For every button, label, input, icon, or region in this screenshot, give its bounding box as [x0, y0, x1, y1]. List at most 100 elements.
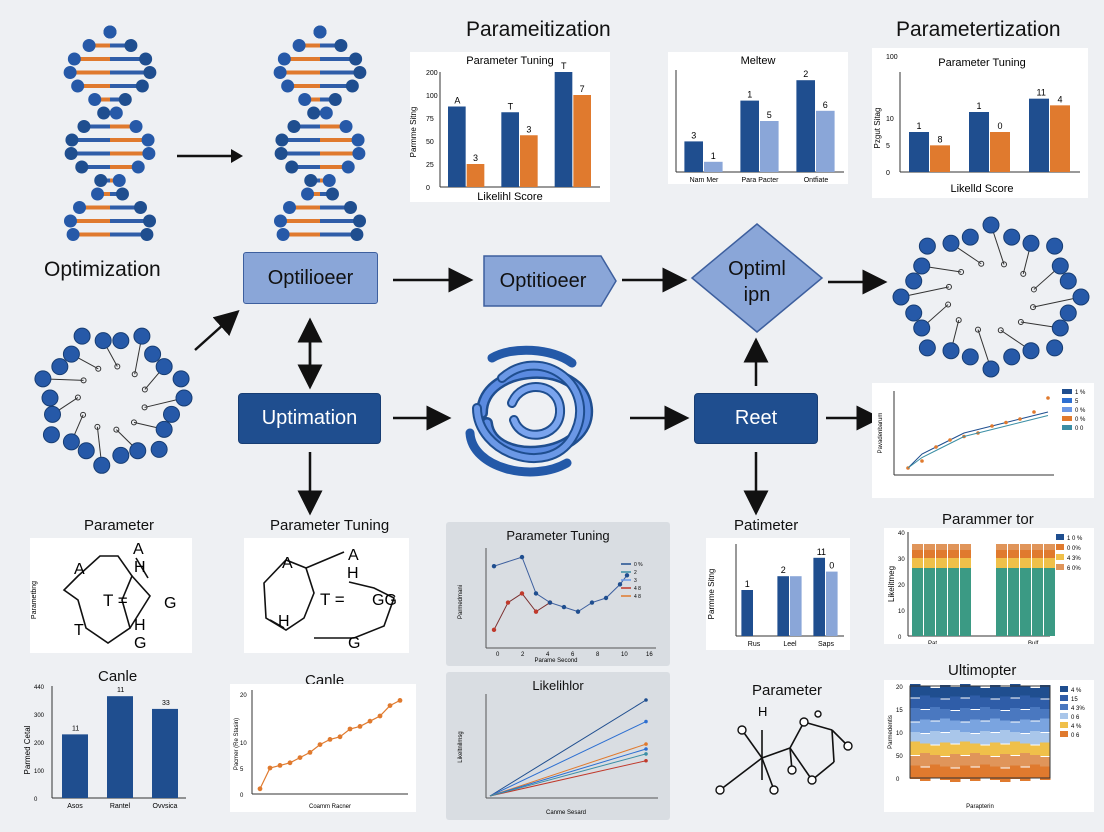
canle-title-1: Canle — [98, 668, 138, 685]
helix-bead — [112, 174, 126, 187]
stack-segment — [924, 550, 935, 558]
series-line — [489, 743, 647, 797]
series-line — [489, 760, 647, 797]
helix-bead — [298, 93, 312, 106]
helix-bead — [82, 39, 96, 52]
legend-label: 4 8 — [634, 594, 641, 600]
optitioeer-box[interactable]: Optitioeer — [484, 256, 602, 306]
heat-cell — [930, 745, 941, 759]
heat-cell — [940, 709, 951, 723]
y-tick-label: 25 — [426, 162, 434, 169]
reet-box[interactable]: Reet — [694, 393, 818, 444]
legend-swatch — [1060, 722, 1068, 728]
atom-bead — [155, 420, 173, 438]
x-tick-label: Ovvsica — [153, 803, 178, 810]
y-axis-label: Parmedentis — [888, 715, 894, 749]
data-point — [1018, 417, 1022, 421]
stack-segment — [1044, 558, 1055, 568]
heat-cell — [1040, 766, 1051, 780]
y-tick-label: 20 — [896, 685, 903, 691]
x-tick-label: 6 — [571, 652, 575, 658]
legend-swatch — [1056, 564, 1064, 570]
heat-cell — [1010, 732, 1021, 746]
bar-label: A — [454, 96, 460, 106]
heat-cell — [950, 720, 961, 734]
y-tick-label: 300 — [34, 713, 45, 719]
heat-cell — [1040, 757, 1051, 771]
legend-label: 1 % — [1075, 390, 1086, 396]
atom-small — [74, 394, 81, 401]
parameter-bottom-title: Parameter — [752, 682, 823, 699]
bar-label: 4 — [1058, 94, 1063, 104]
heat-cell — [910, 708, 921, 722]
x-axis-label: Canme Sesard — [546, 810, 586, 816]
heat-cell — [920, 767, 931, 781]
helix-bead — [142, 147, 156, 160]
uptimation-box[interactable]: Uptimation — [238, 393, 381, 444]
helix-bead — [276, 228, 290, 241]
heat-cell — [920, 753, 931, 767]
y-tick-label: 100 — [886, 54, 898, 61]
data-point — [317, 742, 323, 747]
helix-bead — [94, 174, 108, 187]
y-tick-label: 10 — [240, 741, 247, 747]
y-tick-label: 0 — [240, 793, 244, 799]
heat-cell — [940, 699, 951, 713]
stack-segment — [960, 568, 971, 636]
atom-small — [141, 386, 148, 393]
optiml-diamond-label[interactable]: Optiml ipn — [700, 256, 814, 308]
atom-bead — [144, 345, 162, 363]
y-axis-label: Parmed Cetal — [23, 725, 32, 774]
stack-segment — [1008, 544, 1019, 550]
stack-segment — [936, 544, 947, 550]
heat-cell — [910, 765, 921, 779]
bar — [554, 72, 573, 187]
legend-label: 0 % — [1075, 417, 1086, 423]
y-tick-label: 75 — [426, 116, 434, 123]
helix-bead — [65, 133, 79, 147]
atom-bead — [905, 304, 923, 322]
heat-cell — [980, 721, 991, 735]
helix-bead — [133, 201, 147, 214]
atom-bead — [1072, 288, 1090, 306]
mol-h-label: H — [758, 704, 767, 719]
optilioeer-box[interactable]: Optilioeer — [243, 252, 378, 304]
data-point — [277, 763, 283, 768]
protein-ribbon-icon — [465, 345, 594, 477]
atom-small — [141, 404, 148, 411]
atom-bead — [73, 327, 91, 345]
bar — [520, 135, 538, 187]
atom-bead — [155, 358, 173, 376]
x-tick-label: 16 — [646, 652, 653, 658]
heat-cell — [990, 709, 1001, 723]
y-tick-label: 100 — [426, 93, 438, 100]
dna-helix-2-icon — [273, 25, 367, 241]
y-axis-label: Pacmer (Re Stasin) — [234, 718, 240, 770]
atom-bead — [905, 272, 923, 290]
molecule-right-icon — [892, 216, 1090, 378]
atom-bead — [150, 440, 168, 458]
data-point — [533, 591, 539, 596]
dna-helix-1-icon — [63, 25, 157, 241]
heat-cell — [940, 766, 951, 780]
y-tick-label: 20 — [898, 583, 905, 589]
atom-bead — [42, 426, 60, 444]
helix-bead — [281, 79, 295, 93]
heat-cell — [990, 766, 1001, 780]
stack-segment — [1044, 550, 1055, 558]
x-axis-label: Likelihl Score — [477, 191, 542, 202]
atom-bead — [918, 237, 936, 255]
atom-bead — [175, 389, 193, 407]
stack-segment — [912, 550, 923, 558]
heat-cell — [1000, 754, 1011, 768]
base-g2: G — [348, 635, 360, 652]
legend-label: 4 % — [1071, 688, 1082, 694]
atom-small — [955, 317, 962, 324]
bar-label: T — [508, 101, 514, 111]
atom-small — [945, 301, 952, 308]
helix-bead — [103, 25, 117, 39]
atom-bead — [1022, 234, 1040, 252]
